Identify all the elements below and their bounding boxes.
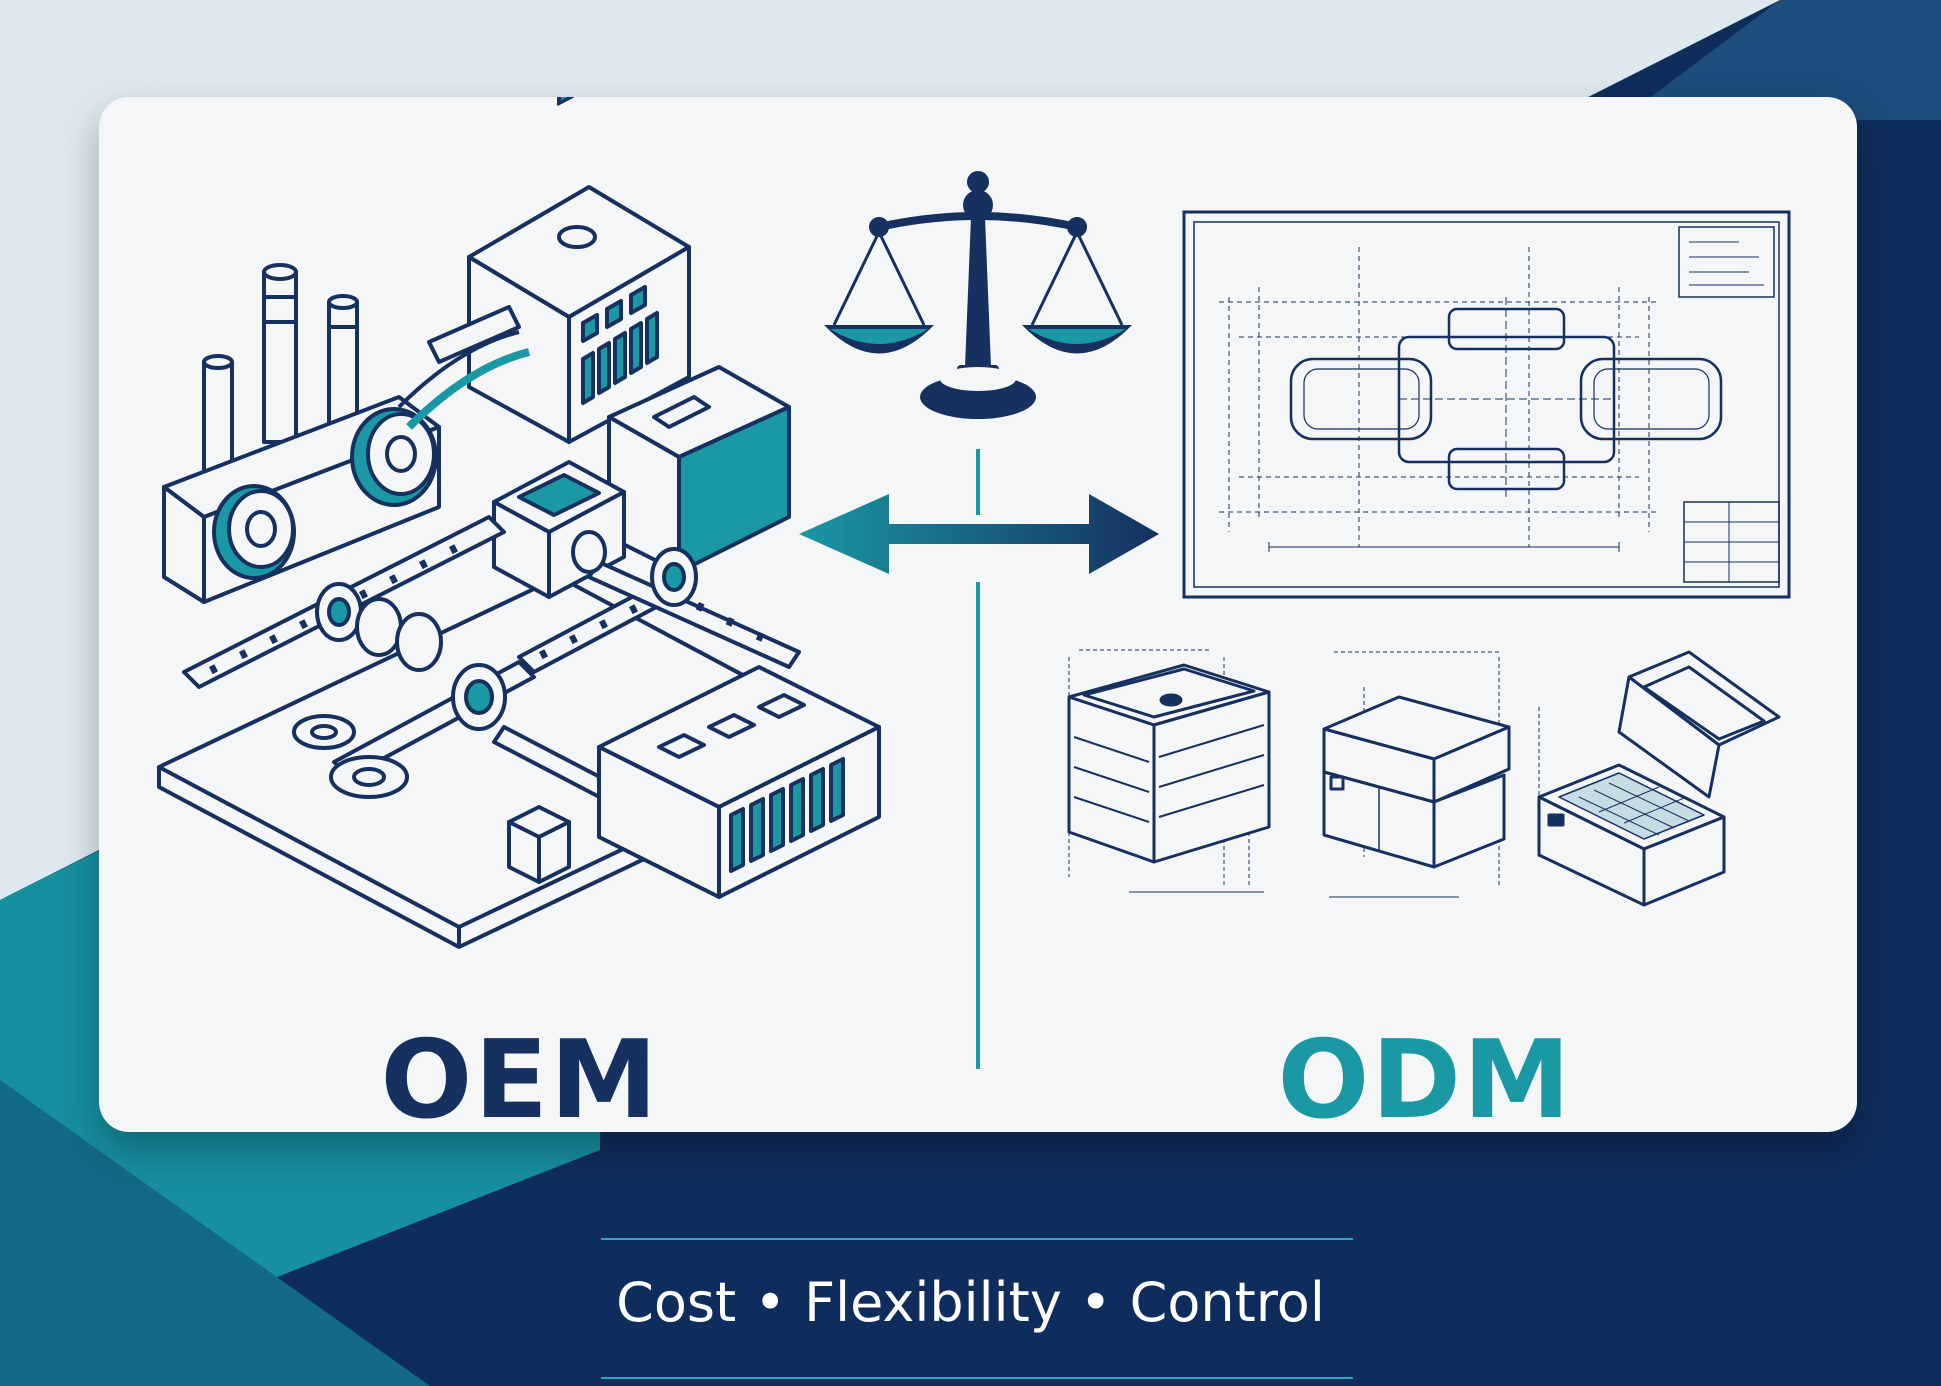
- oem-label: OEM: [380, 1018, 660, 1133]
- bidirectional-arrow-icon: [799, 494, 1159, 574]
- tagline-item-cost: Cost: [616, 1271, 737, 1334]
- tagline-separator: •: [1079, 1271, 1112, 1334]
- comparison-card: OEM ODM: [99, 97, 1857, 1132]
- footer-top-rule: [601, 1238, 1353, 1240]
- tagline-separator: •: [754, 1271, 787, 1334]
- balance-scale-icon: [824, 171, 1132, 419]
- footer-bottom-rule: [601, 1377, 1353, 1379]
- tagline-item-flexibility: Flexibility: [804, 1271, 1062, 1334]
- technical-blueprint-icon: [1182, 210, 1791, 599]
- factory-assembly-line-icon: [157, 97, 881, 949]
- odm-label: ODM: [1277, 1018, 1573, 1133]
- tagline: Cost•Flexibility•Control: [0, 1276, 1941, 1330]
- product-sketches-icon: [1067, 649, 1781, 907]
- tagline-item-control: Control: [1129, 1271, 1325, 1334]
